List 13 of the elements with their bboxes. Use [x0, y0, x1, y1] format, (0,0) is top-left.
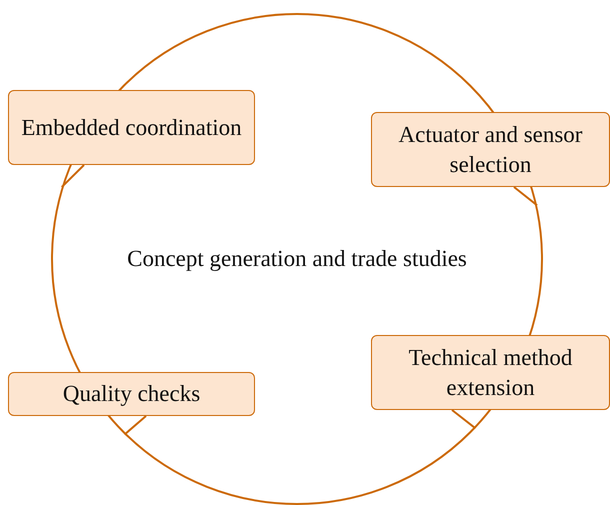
step-label: Technical method extension: [408, 344, 574, 402]
step-label: Actuator and sensor selection: [398, 120, 584, 178]
step-box: [8, 90, 255, 165]
step-box: [371, 335, 610, 410]
connector-line: [451, 409, 476, 430]
connector-line: [61, 164, 85, 188]
step-label: Quality checks: [62, 380, 200, 408]
connector-line: [513, 186, 538, 206]
connector-line: [124, 415, 147, 436]
center-label: Concept generation and trade studies: [127, 244, 467, 273]
step-label: Embedded coordination: [21, 114, 242, 142]
step-box: [8, 372, 255, 416]
step-box: [371, 112, 610, 187]
